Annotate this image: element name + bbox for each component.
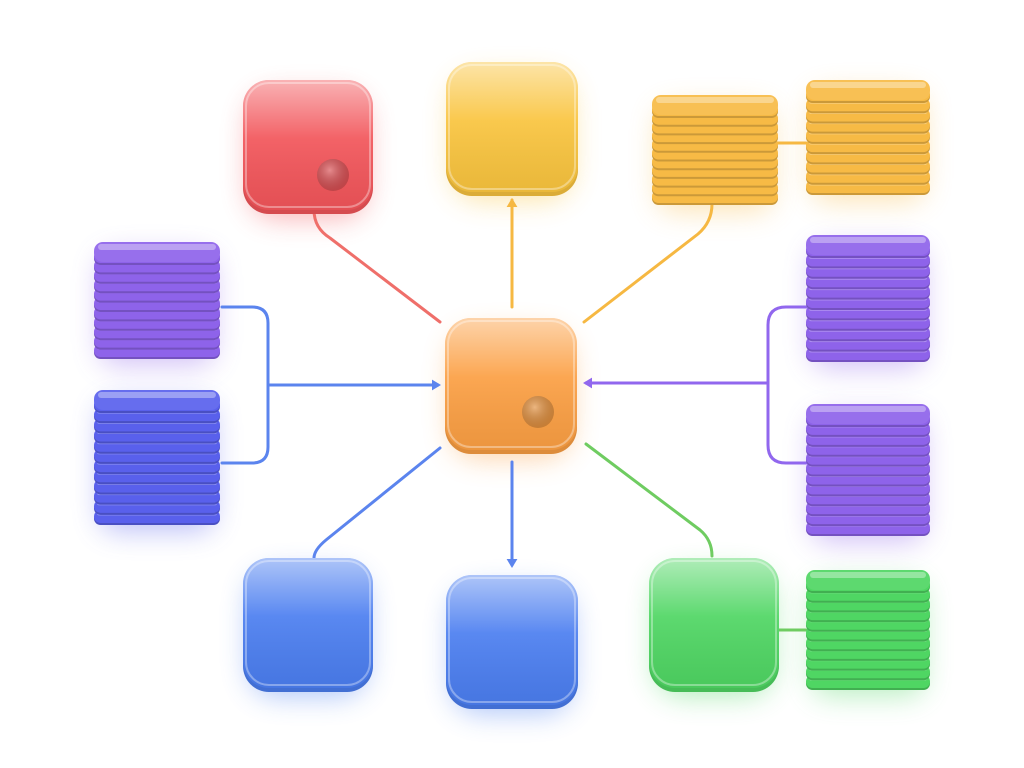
violet-stack-left-cap [94, 242, 220, 262]
amber-stack-a-cap [652, 95, 778, 115]
indigo-stack-left-cap [94, 390, 220, 410]
edge-red-to-hub [312, 208, 442, 324]
edge-hub-to-yellow [506, 198, 518, 309]
edge-left-stacks-to-hub [220, 305, 441, 465]
edge-right-stacks-to-hub [583, 305, 808, 465]
blue-node-bottom [446, 575, 578, 709]
hub-node [445, 318, 577, 454]
yellow-node [446, 62, 578, 196]
green-stack-cap [806, 570, 930, 590]
edge-hub-to-blue-bottom [506, 460, 518, 568]
edge-hub-to-green [584, 442, 714, 558]
amber-stack-b-cap [806, 80, 930, 100]
violet-stack-right-top-cap [806, 235, 930, 255]
red-node [243, 80, 373, 214]
violet-stack-right-bottom [806, 404, 930, 536]
green-node [649, 558, 779, 692]
green-stack [806, 570, 930, 690]
blue-node-left [243, 558, 373, 692]
edge-hub-to-blue-left [312, 446, 442, 560]
amber-stack-b [806, 80, 930, 195]
violet-stack-right-top [806, 235, 930, 362]
violet-stack-right-bottom-cap [806, 404, 930, 424]
indigo-stack-left [94, 390, 220, 525]
amber-stack-a [652, 95, 778, 205]
violet-stack-left [94, 242, 220, 359]
edge-amber-to-hub [582, 202, 714, 324]
